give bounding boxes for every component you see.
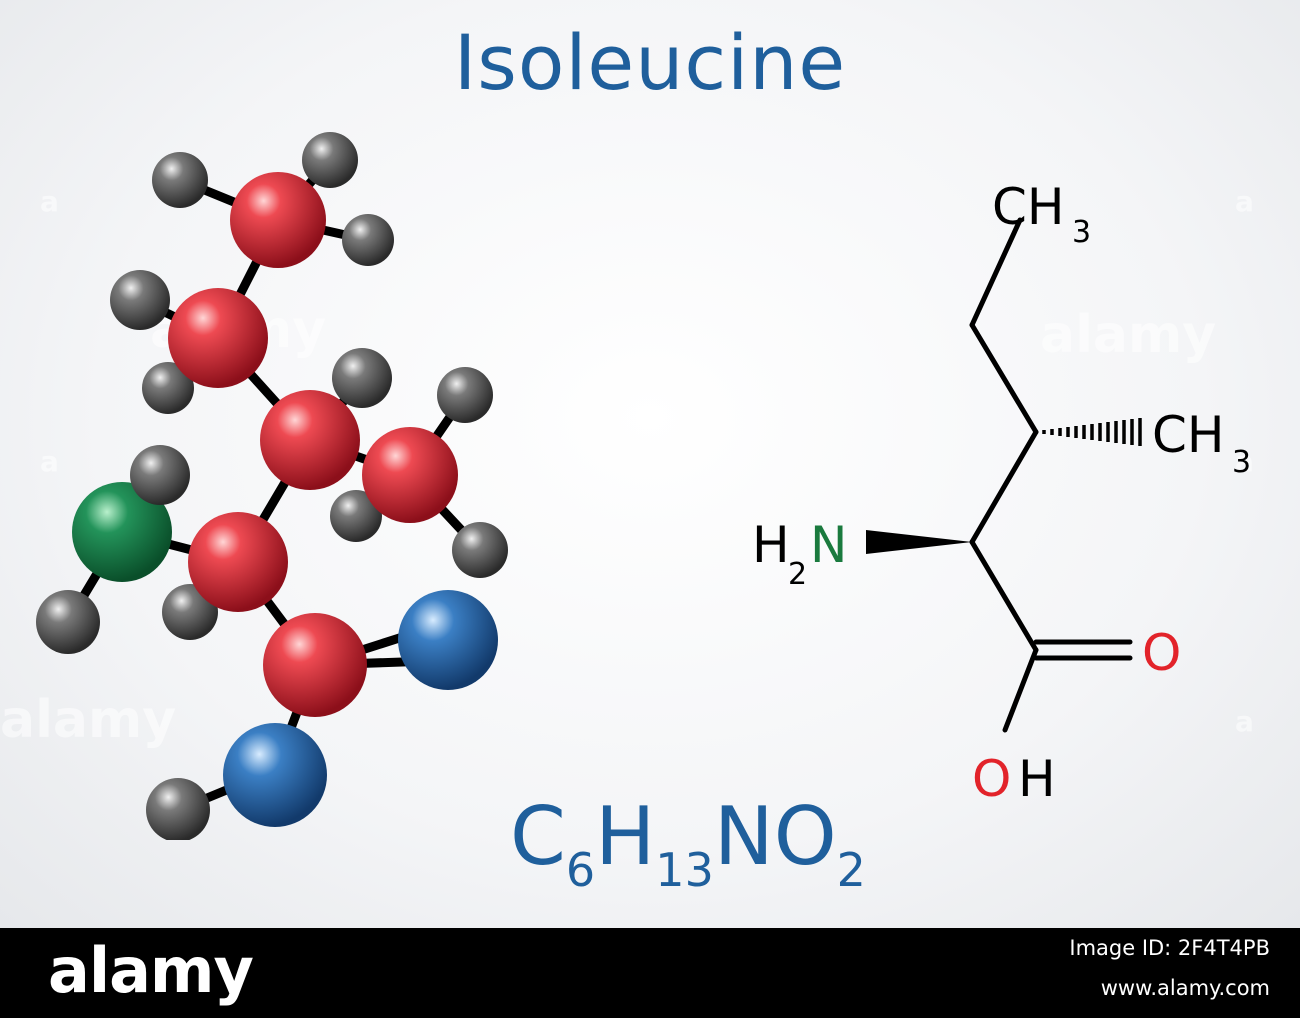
nitrogen-atom — [72, 482, 172, 582]
carbonyl-o-label: O — [1142, 624, 1181, 682]
carbon-atom — [168, 288, 268, 388]
ch3-top-label: CH — [992, 178, 1065, 236]
diagram-stage: Isoleucine alamy alamy alamy a a a a a — [0, 0, 1300, 928]
hydrogen-atom — [130, 445, 190, 505]
carbon-atom — [188, 512, 288, 612]
hydrogen-atom — [152, 152, 208, 208]
oxygen-atom — [223, 723, 327, 827]
watermark-center-right: alamy — [1040, 305, 1217, 365]
brand-logo: alamy — [48, 934, 254, 1007]
ch3-right-subscript: 3 — [1232, 445, 1251, 480]
hydrogen-atom — [330, 490, 382, 542]
stock-footer-bar: alamy Image ID: 2F4T4PB www.alamy.com — [0, 928, 1300, 1018]
solid-wedge-bond — [866, 530, 972, 554]
hydrogen-atom — [146, 778, 210, 840]
hydroxyl-o-label: O — [972, 750, 1011, 808]
molecular-formula: C6H13NO2 — [510, 790, 866, 897]
hydrogen-atom — [110, 270, 170, 330]
ch3-top-subscript: 3 — [1072, 215, 1091, 250]
amine-n-label: N — [810, 516, 847, 574]
hydrogen-atom — [342, 214, 394, 266]
formula-no: NO — [713, 790, 837, 883]
hydroxyl-h-label: H — [1018, 750, 1056, 808]
hydrogen-atom — [452, 522, 508, 578]
hydrogen-atom — [36, 590, 100, 654]
skeletal-bonds — [969, 217, 1133, 733]
watermark-left: alamy — [0, 690, 177, 750]
watermark-small-1: a — [40, 185, 59, 218]
watermark-small-3: a — [40, 445, 59, 478]
oxygen-atom — [398, 590, 498, 690]
image-id-text: Image ID: 2F4T4PB — [1069, 936, 1270, 960]
watermark-small-5: a — [1235, 705, 1254, 738]
formula-carbon: C — [510, 790, 566, 883]
hydrogen-atom — [142, 362, 194, 414]
hydrogen-atom — [437, 367, 493, 423]
amine-subscript: 2 — [788, 557, 807, 592]
amine-h-label: H — [752, 516, 790, 574]
hydrogen-atom — [332, 348, 392, 408]
carbon-atom — [230, 172, 326, 268]
formula-oxygen-count: 2 — [836, 843, 866, 897]
formula-hydrogen-count: 13 — [655, 843, 714, 897]
ch3-right-label: CH — [1152, 406, 1225, 464]
formula-carbon-count: 6 — [565, 843, 596, 897]
carbon-atom — [263, 613, 367, 717]
watermark-small-4: a — [1235, 445, 1254, 478]
skeletal-structure: CH 3 CH 3 H 2 N O O H — [752, 178, 1251, 808]
ball-and-stick-model — [36, 132, 508, 840]
site-url-text: www.alamy.com — [1100, 976, 1270, 1000]
hydrogen-atom — [302, 132, 358, 188]
carbon-atom — [362, 427, 458, 523]
watermark-small-2: a — [1235, 185, 1254, 218]
hashed-wedge-bond — [1042, 418, 1142, 446]
formula-hydrogen: H — [595, 790, 656, 883]
carbon-atom — [260, 390, 360, 490]
molecule-title: Isoleucine — [453, 18, 847, 107]
